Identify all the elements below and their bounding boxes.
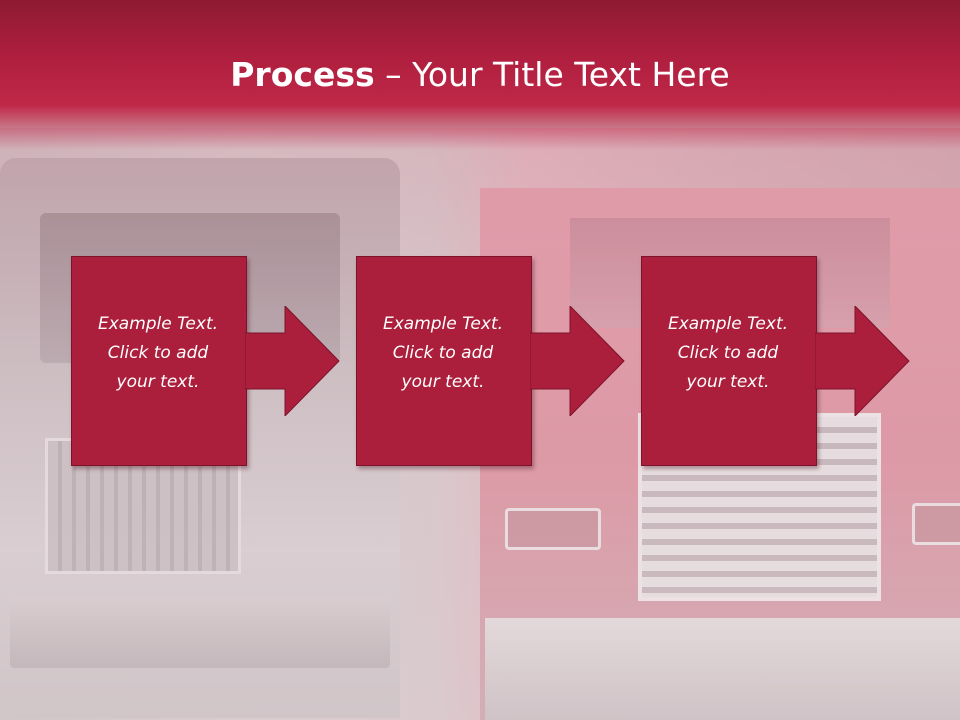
truck-left-bumper: [10, 598, 390, 668]
title-band: [0, 0, 960, 150]
step-text-line: Click to add: [107, 343, 209, 363]
slide-title[interactable]: Process – Your Title Text Here: [0, 52, 960, 98]
step-text-line: Click to add: [392, 343, 494, 363]
slide-title-rest: – Your Title Text Here: [374, 55, 730, 94]
step-text-line: your text.: [401, 372, 485, 392]
step-text[interactable]: Example Text. Click to add your text.: [649, 310, 807, 397]
step-box[interactable]: [356, 256, 532, 466]
truck-right-bumper: [485, 618, 960, 720]
step-text-line: Example Text.: [382, 314, 504, 334]
step-text-line: Click to add: [677, 343, 779, 363]
process-step-2[interactable]: Example Text. Click to add your text.: [356, 256, 625, 466]
truck-right-headlight: [505, 508, 601, 550]
process-step-1[interactable]: Example Text. Click to add your text.: [71, 256, 340, 466]
slide-title-bold: Process: [230, 55, 375, 94]
step-text-line: your text.: [116, 372, 200, 392]
step-box[interactable]: [71, 256, 247, 466]
arrow-right-icon: [245, 306, 340, 416]
truck-right-headlight-far: [912, 503, 960, 545]
step-text-line: Example Text.: [667, 314, 789, 334]
arrow-right-icon: [815, 306, 910, 416]
step-text-line: your text.: [686, 372, 770, 392]
step-text[interactable]: Example Text. Click to add your text.: [364, 310, 522, 397]
arrow-right-icon: [530, 306, 625, 416]
step-text[interactable]: Example Text. Click to add your text.: [79, 310, 237, 397]
process-step-3[interactable]: Example Text. Click to add your text.: [641, 256, 910, 466]
step-text-line: Example Text.: [97, 314, 219, 334]
